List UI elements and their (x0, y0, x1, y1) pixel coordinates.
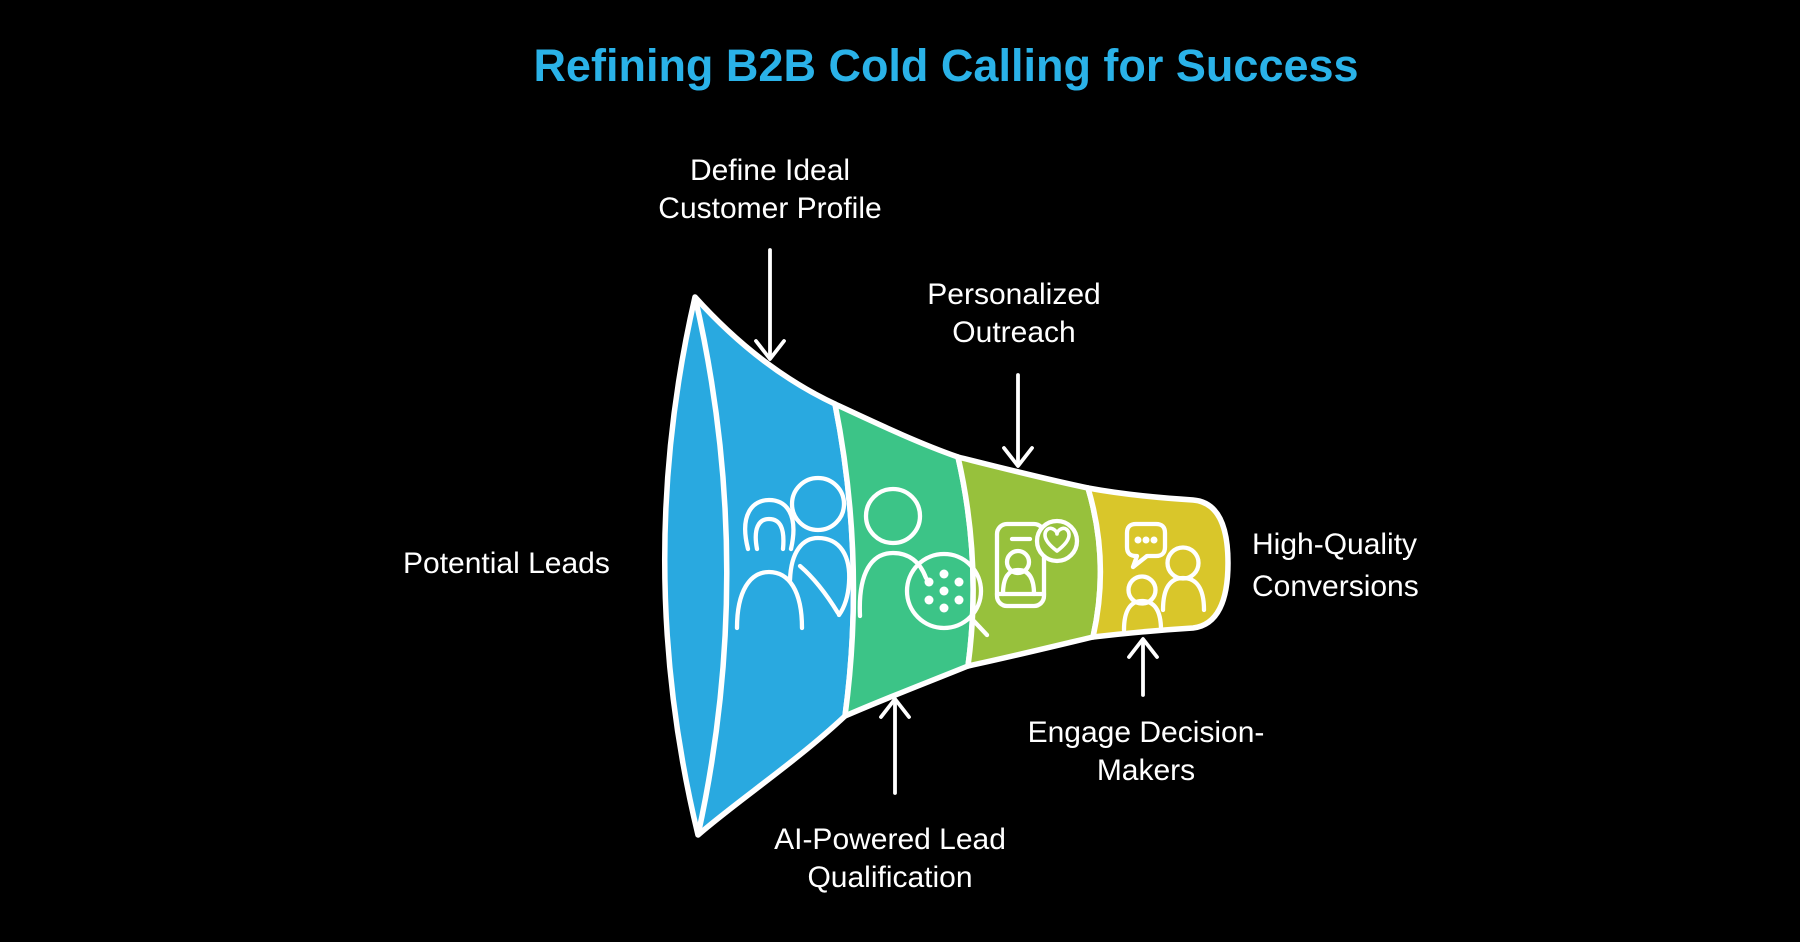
label-high-quality-conversions: High-Quality Conversions (1252, 524, 1419, 608)
label-line: Engage Decision- (1027, 716, 1265, 749)
personalized-outreach-icon (994, 518, 1080, 609)
engage-decision-makers-icon (1121, 521, 1207, 633)
label-engage-decision-makers: Engage Decision- Makers (1028, 714, 1265, 790)
label-personalized-outreach: Personalized Outreach (927, 276, 1100, 352)
chat-dots (1134, 536, 1158, 544)
label-line: Personalized (927, 278, 1101, 311)
funnel-segment-ai-qualification (832, 401, 976, 719)
label-line: Conversions (1252, 570, 1419, 603)
label-ai-powered-lead-qualification: AI-Powered Lead Qualification (774, 821, 1006, 897)
arrow-personalized-outreach (1002, 373, 1034, 468)
funnel-segment-engage-decision-makers (1085, 485, 1231, 640)
label-define-ideal-customer-profile: Define Ideal Customer Profile (658, 152, 881, 228)
stage-icons (734, 475, 1207, 638)
arrow-ai-qualification (879, 697, 911, 795)
label-line: Customer Profile (658, 192, 882, 225)
arrow-define-icp (754, 248, 786, 361)
label-line: Define Ideal (689, 154, 851, 187)
magnifier-dots (924, 569, 964, 613)
label-line: Qualification (807, 861, 973, 894)
label-line: Outreach (952, 316, 1076, 349)
arrow-engage-decision-makers (1127, 637, 1159, 697)
label-line: Makers (1096, 754, 1196, 787)
ai-lead-qualification-icon (857, 486, 990, 638)
funnel-segment-define-icp (662, 294, 857, 838)
label-potential-leads: Potential Leads (403, 547, 610, 580)
label-line: AI-Powered Lead (774, 823, 1006, 856)
page-title: Refining B2B Cold Calling for Success (533, 40, 1359, 91)
funnel-mouth-rim (692, 296, 730, 836)
connector-arrows (754, 248, 1159, 795)
label-line: High-Quality (1252, 528, 1418, 561)
customer-profile-icon (734, 475, 852, 631)
